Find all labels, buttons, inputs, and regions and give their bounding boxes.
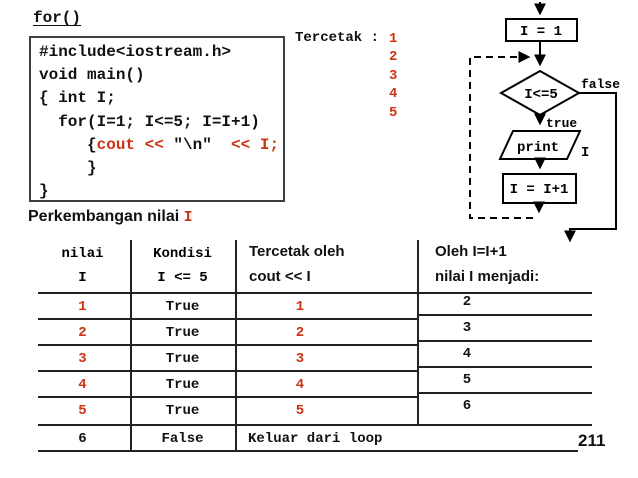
table-cell-kondisi: True [165,377,200,393]
table-hline [38,424,592,426]
output-value: 1 [389,31,398,47]
table-hline [38,450,578,452]
code-line: for(I=1; I<=5; I=I+1) [39,111,283,134]
col-menjadi-subheader: nilai I menjadi: [435,268,540,285]
code-line: } [39,180,283,203]
code-title: for() [33,9,82,27]
loop-back-dashed-arrow [469,51,533,219]
table-cell-tercetak: 3 [295,351,305,367]
true-label: true [546,116,577,131]
code-line: void main() [39,64,283,87]
table-cell-nilai: 6 [78,431,87,447]
output-value: 5 [389,104,398,121]
code-segment: { int I; [39,89,116,108]
code-line: {cout << "\n" << I; [39,134,283,157]
table-cell-tercetak: 4 [295,377,305,393]
code-segment: } [39,182,49,201]
false-label: false [581,77,620,92]
code-segment: cout << [96,135,174,154]
table-cell-menjadi: 3 [462,320,472,336]
col-nilai-header: nilai [61,246,104,262]
table-cell-nilai: 1 [78,299,87,315]
table-cell-tercetak: 1 [295,299,305,315]
output-label: Tercetak : [295,30,380,46]
flowchart: I = 1 I<=5 false true print I I = I+1 [469,2,620,243]
table-cell-kondisi: True [165,351,200,367]
table-cell-kondisi: False [161,431,204,447]
table-hline [38,370,417,372]
table-cell-menjadi: 4 [462,346,472,362]
init-label: I = 1 [520,24,562,40]
table-cell-nilai: 3 [78,351,87,367]
table-cell-menjadi: 6 [462,398,472,414]
table-cell-tercetak: Keluar dari loop [248,431,383,447]
col-nilai-subheader: I [78,270,87,286]
table-cell-tercetak: 5 [295,403,305,419]
table-hline [417,366,592,368]
print-var-label: I [581,145,589,161]
output-value: 2 [389,49,398,66]
init-box [505,18,578,42]
print-parallelogram [498,130,582,160]
code-segment: "\n" [173,135,232,154]
output-value: 4 [389,86,398,103]
code-line: { int I; [39,87,283,110]
table-cell-nilai: 4 [78,377,87,393]
code-line: } [39,157,283,180]
increment-label: I = I+1 [510,182,569,198]
table-hline [417,392,592,394]
code-segment: #include<iostream.h> [39,43,232,61]
table-cell-menjadi: 2 [462,294,472,310]
col-kondisi-subheader: I <= 5 [157,270,208,286]
code-segment: { [39,135,97,154]
table-hline [417,314,592,316]
table-hline [38,318,417,320]
table-hline [38,344,417,346]
table-cell-kondisi: True [165,403,200,419]
section-title: Perkembangan nilai I [28,208,193,226]
code-segment: } [39,159,97,178]
code-segment: for(I=1; I<=5; I=I+1) [39,112,260,131]
output-value: 3 [389,67,398,84]
col-kondisi-header: Kondisi [153,246,212,262]
code-box: #include<iostream.h>void main(){ int I; … [29,36,285,202]
page-number: 211 [578,431,606,450]
table-hline [38,292,592,294]
false-path-arrow [564,92,617,243]
increment-box [502,173,577,204]
section-title-text: Perkembangan nilai [28,208,184,225]
print-label: print [517,140,559,156]
code-line: #include<iostream.h> [39,41,283,64]
table-cell-menjadi: 5 [462,372,472,388]
table-hline [417,340,592,342]
table-cell-nilai: 2 [78,325,87,341]
code-lines: #include<iostream.h>void main(){ int I; … [31,38,283,203]
code-segment: << I; [231,135,280,154]
col-menjadi-header: Oleh I=I+1 [435,243,507,260]
condition-label: I<=5 [524,87,558,103]
table-vline [417,240,419,424]
table-cell-kondisi: True [165,299,200,315]
col-tercetak-subheader: cout << I [249,268,311,285]
table-cell-kondisi: True [165,325,200,341]
table-cell-nilai: 5 [78,403,87,419]
table-hline [38,396,417,398]
col-tercetak-header: Tercetak oleh [249,243,345,260]
section-title-variable: I [183,209,193,226]
table-cell-tercetak: 2 [295,325,305,341]
code-segment: void main() [39,66,145,85]
